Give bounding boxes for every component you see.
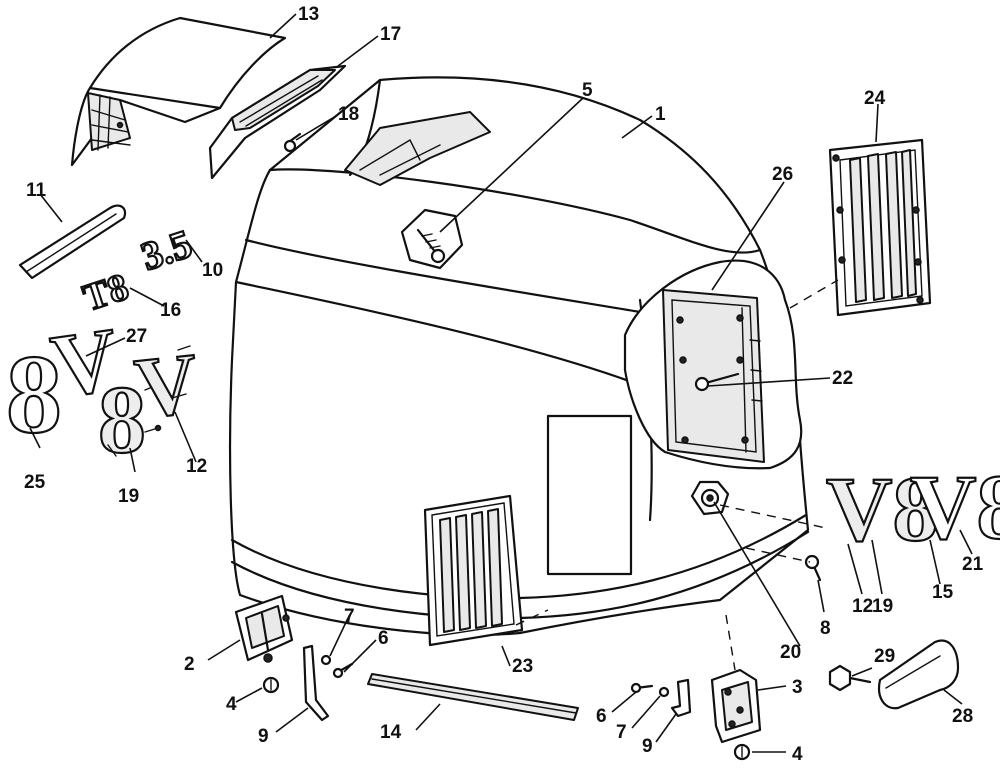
mesh-insert-26 [662, 289, 765, 463]
callout-9-left: 9 [258, 726, 269, 747]
callout-10: 10 [202, 260, 223, 281]
emblem-v8-right-text: V8 [826, 458, 938, 560]
grommet-20 [690, 480, 730, 516]
decal-27-text: V [46, 310, 124, 417]
handle-28 [877, 639, 960, 710]
emblem-v8-right: V8 [825, 457, 940, 561]
side-vent-24 [828, 138, 932, 317]
cowl-front-opening [546, 414, 633, 576]
bolt-22 [694, 372, 740, 392]
latch-bracket-2 [234, 594, 294, 663]
callout-12-left: 12 [186, 456, 207, 477]
callout-11: 11 [26, 180, 47, 201]
screw-18 [283, 132, 302, 153]
callout-14: 14 [380, 722, 402, 743]
top-vent-cover-13 [70, 16, 287, 167]
decal-v-27: V [45, 309, 125, 418]
engine-cowl [228, 76, 810, 637]
grille-17 [208, 64, 347, 180]
rail-14 [367, 673, 579, 721]
callout-26: 26 [772, 164, 793, 185]
bolt-29 [828, 664, 872, 692]
callout-9-right: 9 [642, 736, 653, 757]
callout-13: 13 [298, 4, 319, 25]
callout-4-left: 4 [226, 694, 237, 715]
callout-19-right: 19 [872, 596, 893, 617]
latch-3 [710, 668, 762, 744]
callout-6-right: 6 [596, 706, 607, 727]
screw-8 [804, 554, 822, 582]
emblem-12-left-text: V [131, 334, 203, 436]
leader-lines [29, 13, 973, 753]
callout-16: 16 [160, 300, 181, 321]
callout-24: 24 [864, 88, 886, 109]
decal-v8-text: V8 [910, 456, 1000, 558]
washer-7-left [320, 654, 332, 666]
trim-strip-11 [18, 204, 127, 280]
callout-19-left: 19 [118, 486, 139, 507]
assembly-lines [515, 279, 839, 671]
screw-4-right [733, 743, 751, 761]
callout-20: 20 [780, 642, 801, 663]
callout-25: 25 [24, 472, 46, 493]
screw-6-right [630, 682, 654, 694]
callout-21: 21 [962, 554, 984, 575]
callout-1: 1 [655, 104, 666, 125]
emblem-v-12-left: V [130, 333, 204, 437]
callout-labels: 1 2 3 4 4 5 6 6 7 7 8 9 9 10 11 12 12 13… [24, 4, 984, 765]
emblem-eight-19-left: 8 [97, 365, 164, 474]
callout-15: 15 [932, 582, 954, 603]
callout-7-right: 7 [616, 722, 627, 743]
callout-28: 28 [952, 706, 973, 727]
model-decal-10: 3.5 [134, 220, 198, 280]
screw-4-left [262, 676, 280, 694]
callout-27: 27 [126, 326, 147, 347]
callout-4-right: 4 [792, 744, 803, 765]
callout-12-right: 12 [852, 596, 873, 617]
callout-17: 17 [380, 24, 401, 45]
front-vent-23 [423, 494, 524, 647]
callout-18: 18 [338, 104, 359, 125]
callout-8: 8 [820, 618, 831, 639]
callout-22: 22 [832, 368, 853, 389]
side-panel-cutout [623, 259, 803, 470]
arm-9-right [670, 678, 692, 718]
emblem-19-left-text: 8 [98, 366, 146, 473]
washer-7-right [658, 686, 670, 698]
decal-10-text: 3.5 [136, 221, 197, 279]
callout-2: 2 [184, 654, 195, 675]
callout-5: 5 [582, 80, 593, 101]
callout-7-left: 7 [344, 606, 355, 627]
decal-v8-15-21: V8 [909, 455, 1000, 559]
arm-9-left [302, 644, 330, 722]
callout-23: 23 [512, 656, 533, 677]
callout-6-left: 6 [378, 628, 389, 649]
callout-3: 3 [792, 677, 803, 698]
callout-29: 29 [874, 646, 895, 667]
